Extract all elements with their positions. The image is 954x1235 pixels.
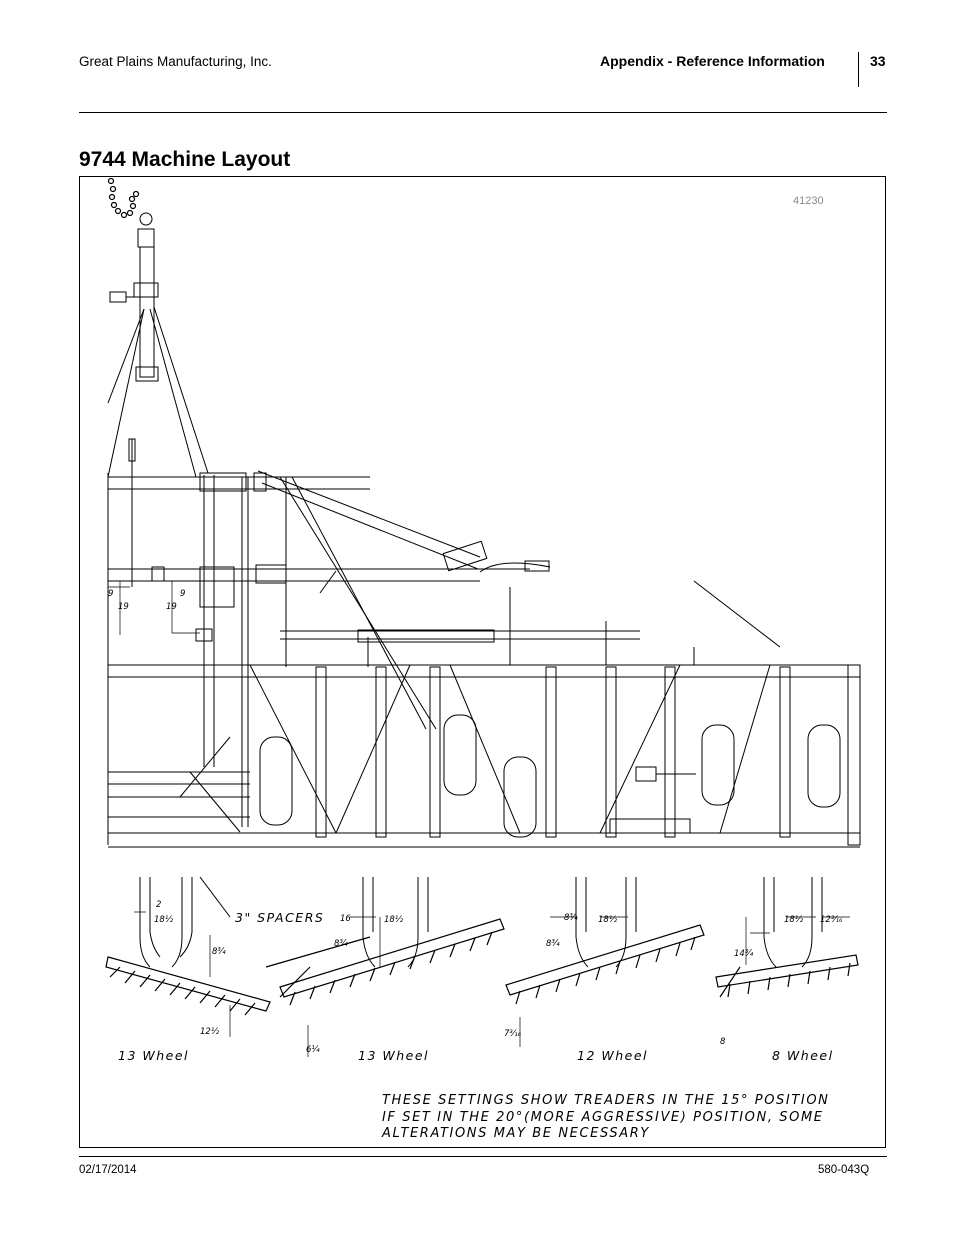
footer-doc-number: 580-043Q <box>818 1164 870 1176</box>
tow-bar <box>257 470 551 730</box>
spacer-label: 3" SPACERS <box>235 910 325 925</box>
dimension-label: 9 <box>180 589 186 599</box>
figure-number: 41230 <box>793 195 824 207</box>
dimension-label: 8¾ <box>564 913 578 923</box>
wheel-label: 13 Wheel <box>358 1048 430 1063</box>
wheel-label: 8 Wheel <box>772 1048 834 1063</box>
wheel-label: 13 Wheel <box>118 1048 190 1063</box>
dimension-label: 18½ <box>598 915 618 925</box>
machine-layout-figure: 41230 3" SPACERS 13 Wheel 13 Wheel 12 Wh… <box>79 176 886 1148</box>
dimension-label: 6¼ <box>306 1045 320 1055</box>
frame-left <box>107 472 860 848</box>
header-divider <box>858 52 859 87</box>
note-line: THESE SETTINGS SHOW TREADERS IN THE 15° … <box>382 1093 830 1108</box>
dimension-label: 7³⁄₁₆ <box>504 1029 522 1039</box>
dimension-label: 2 <box>156 900 162 910</box>
dimension-label: 19 <box>166 602 177 612</box>
wheel-label: 12 Wheel <box>577 1048 649 1063</box>
hitch-chain <box>107 177 140 219</box>
dimension-label: 18½ <box>154 915 174 925</box>
settings-note: THESE SETTINGS SHOW TREADERS IN THE 15° … <box>382 1093 829 1143</box>
page-title: 9744 Machine Layout <box>79 148 291 171</box>
dimension-lines <box>108 581 850 1057</box>
dimension-label: 18½ <box>384 915 404 925</box>
dimension-label: 16 <box>340 914 351 924</box>
dimension-label: 8¾ <box>212 947 226 957</box>
treader-shanks <box>139 876 823 968</box>
dimension-label: 8¾ <box>546 939 560 949</box>
header-rule <box>79 112 887 113</box>
footer-rule <box>79 1156 887 1157</box>
note-line: ALTERATIONS MAY BE NECESSARY <box>382 1126 650 1141</box>
section-title: Appendix - Reference Information <box>600 53 825 69</box>
footer-date: 02/17/2014 <box>79 1164 137 1176</box>
note-line: IF SET IN THE 20°(MORE AGGRESSIVE) POSIT… <box>382 1109 824 1125</box>
gauge-wheels <box>259 714 841 838</box>
dimension-label: 18½ <box>784 915 804 925</box>
dimension-label: 12³⁄₁₆ <box>820 915 843 925</box>
dimension-label: 8 <box>720 1037 726 1047</box>
dimension-label: 12½ <box>200 1027 220 1037</box>
dimension-label: 9 <box>108 589 114 599</box>
frame-verticals <box>249 477 861 846</box>
dimension-label: 14¾ <box>734 949 754 959</box>
treader-bars <box>105 918 859 1016</box>
page-number: 33 <box>870 53 886 69</box>
company-name: Great Plains Manufacturing, Inc. <box>79 54 272 69</box>
hitch-tongue <box>107 212 209 587</box>
dimension-label: 19 <box>118 602 129 612</box>
machine-layout-drawing <box>105 177 861 1057</box>
dimension-label: 8¾ <box>334 939 348 949</box>
